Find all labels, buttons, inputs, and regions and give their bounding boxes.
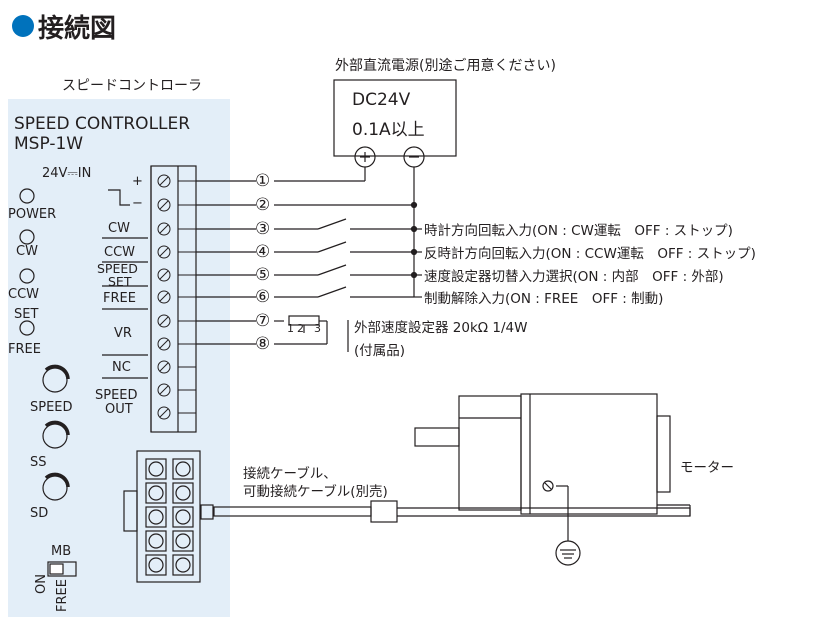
terminal-vr: VR	[114, 326, 132, 341]
indicator-24v-in: 24V⎓IN	[42, 166, 92, 181]
terminal-speed-out-2: OUT	[105, 402, 133, 417]
mb-switch-on: ON	[34, 574, 49, 594]
mb-switch-label: MB	[51, 544, 72, 559]
terminal-free: FREE	[103, 291, 136, 306]
connector-pin	[172, 530, 194, 552]
terminal-cw: CW	[108, 221, 130, 236]
ccw-led-icon	[19, 268, 35, 284]
connector-pin	[145, 506, 167, 528]
wire-8: ⑧	[255, 334, 271, 354]
pot-description: 外部速度設定器 20kΩ 1/4W	[354, 320, 528, 336]
terminal-screw-icon	[157, 222, 171, 236]
set-led-icon	[19, 320, 35, 336]
wire-1: ①	[255, 171, 271, 191]
connector-pins	[145, 458, 194, 576]
motor-label: モーター	[680, 460, 734, 476]
wire-6: ⑥	[255, 287, 271, 307]
knob-ss-label: SS	[30, 455, 47, 470]
indicator-power: POWER	[8, 207, 57, 222]
indicator-cw: CW	[16, 244, 38, 259]
connector-pin	[172, 458, 194, 480]
terminal-speed: SPEED	[97, 261, 138, 276]
motor-drawing	[414, 393, 671, 515]
terminal-screw-icon	[157, 174, 171, 188]
title-bullet-icon	[12, 15, 34, 37]
cable-joint	[370, 500, 398, 523]
title-text: 接続図	[38, 13, 117, 44]
page-title: 接続図	[12, 6, 116, 46]
wire-4: ④	[255, 242, 271, 262]
connector-pin	[145, 554, 167, 576]
connector-pin	[145, 458, 167, 480]
indicator-free: FREE	[8, 342, 41, 357]
input-cw: 時計方向回転入力(ON : CW運転 OFF : ストップ)	[424, 223, 733, 239]
knob-sd-label: SD	[30, 506, 49, 521]
connector-pin	[172, 482, 194, 504]
input-speed-set: 速度設定器切替入力選択(ON : 内部 OFF : 外部)	[424, 269, 724, 285]
power-supply-caption: 外部直流電源(別途ご用意ください)	[335, 58, 556, 74]
controller-caption: スピードコントローラ	[62, 78, 202, 94]
cable-label-1: 接続ケーブル、	[243, 466, 337, 482]
terminal-screw-icon	[157, 245, 171, 259]
terminal-screw-icon	[157, 383, 171, 397]
pot-pin-1: 1	[287, 322, 294, 335]
terminal-ccw: CCW	[104, 245, 136, 260]
terminal-set: SET	[108, 274, 132, 289]
ground-icon	[555, 540, 581, 566]
terminal-minus: −	[132, 196, 143, 211]
terminal-screws	[157, 174, 196, 420]
terminal-speed-out-1: SPEED	[95, 388, 138, 403]
power-supply-current: 0.1A以上	[352, 120, 425, 140]
knob-speed-label: SPEED	[30, 400, 73, 415]
input-free: 制動解除入力(ON : FREE OFF : 制動)	[424, 291, 664, 307]
terminal-screw-icon	[157, 198, 171, 212]
wire-5: ⑤	[255, 265, 271, 285]
wire-3: ③	[255, 219, 271, 239]
sd-knob-icon	[42, 472, 70, 501]
terminal-screw-icon	[157, 314, 171, 328]
connector-pin	[172, 506, 194, 528]
cw-led-icon	[19, 229, 35, 245]
power-led-icon	[19, 188, 35, 204]
pot-pin-3: 3	[314, 322, 321, 335]
mb-switch-icon	[47, 561, 77, 577]
controller-model: MSP-1W	[14, 134, 84, 154]
terminal-nc: NC	[112, 360, 131, 375]
wire-2: ②	[255, 195, 271, 215]
mb-switch-free: FREE	[55, 579, 70, 612]
controller-name: SPEED CONTROLLER	[14, 114, 191, 134]
connector-pin	[145, 530, 167, 552]
power-supply-voltage: DC24V	[352, 90, 411, 110]
connector-pin	[172, 554, 194, 576]
wire-7: ⑦	[255, 311, 271, 331]
terminal-plus: +	[132, 174, 143, 189]
terminal-screw-icon	[157, 337, 171, 351]
indicator-set: SET	[14, 307, 39, 322]
ss-knob-icon	[42, 420, 70, 449]
input-ccw: 反時計方向回転入力(ON : CCW運転 OFF : ストップ)	[424, 246, 756, 262]
power-supply-box	[333, 79, 457, 157]
speed-knob-icon	[42, 364, 70, 393]
terminal-screw-icon	[157, 360, 171, 374]
cable-label-2: 可動接続ケーブル(別売)	[243, 484, 388, 500]
pot-pin-2: 2	[297, 322, 304, 335]
connector-pin	[145, 482, 167, 504]
terminal-screw-icon	[157, 406, 171, 420]
terminal-screw-icon	[157, 290, 171, 304]
terminal-screw-icon	[157, 268, 171, 282]
pot-accessory: (付属品)	[354, 343, 406, 359]
indicator-ccw: CCW	[8, 287, 40, 302]
